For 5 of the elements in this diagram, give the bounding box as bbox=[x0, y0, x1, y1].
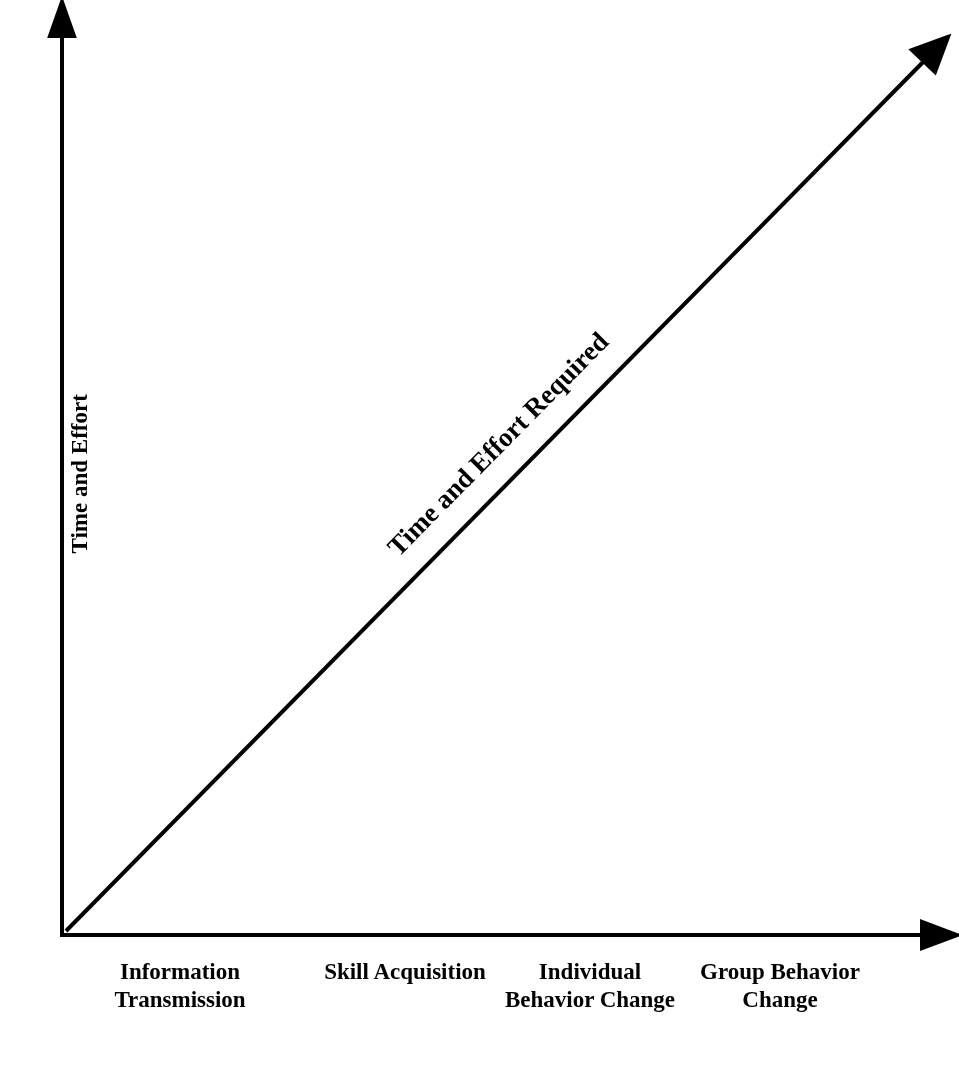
axis-title: Time and Effort bbox=[66, 393, 94, 556]
category-label: Information Transmission bbox=[113, 958, 247, 1014]
category-label: Individual Behavior Change bbox=[503, 958, 677, 1014]
category-label: Skill Acquisition bbox=[323, 958, 487, 986]
category-label: Group Behavior Change bbox=[700, 958, 860, 1014]
